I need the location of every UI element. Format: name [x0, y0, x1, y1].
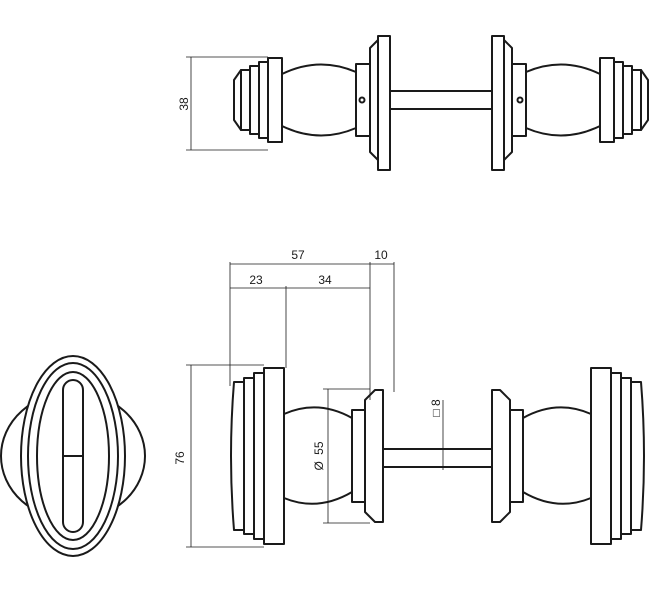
dimension-spindle: □ 8 — [429, 399, 444, 470]
front-view-oval-knob — [0, 355, 146, 557]
top-view-right-knob — [491, 35, 649, 171]
dim-neck-depth-label: 34 — [318, 273, 332, 287]
dimension-neck-depth: 34 — [286, 273, 370, 289]
diameter-symbol: Ø — [312, 461, 326, 470]
top-view-left-knob — [233, 35, 391, 171]
dim-rose-thickness-label: 10 — [374, 248, 388, 262]
dim-overall-depth-label: 57 — [291, 248, 305, 262]
dim-diameter-label: 55 — [312, 441, 326, 455]
dim-top-height-label: 38 — [177, 97, 191, 111]
spindle-square-symbol: □ — [429, 409, 443, 416]
top-view-spindle — [389, 90, 493, 110]
side-view-spindle — [382, 448, 493, 468]
dimension-top-height: 38 — [177, 56, 268, 151]
dimension-rose-depth: 23 — [230, 273, 287, 368]
dimension-knob-height: 76 — [173, 364, 264, 548]
dim-knob-height-label: 76 — [173, 451, 187, 465]
dimension-diameter: Ø 55 — [312, 388, 370, 524]
dimension-overall-depth: 57 — [229, 248, 371, 400]
side-view-left-knob — [230, 367, 384, 545]
dimension-rose-thickness: 10 — [370, 248, 395, 392]
set-screw-icon — [358, 96, 366, 104]
dim-spindle-label: 8 — [429, 399, 443, 406]
svg-text:□ 8: □ 8 — [429, 399, 443, 417]
svg-text:Ø 55: Ø 55 — [312, 441, 326, 470]
dim-rose-depth-label: 23 — [249, 273, 263, 287]
side-view-right-knob — [491, 367, 645, 545]
set-screw-icon — [516, 96, 524, 104]
